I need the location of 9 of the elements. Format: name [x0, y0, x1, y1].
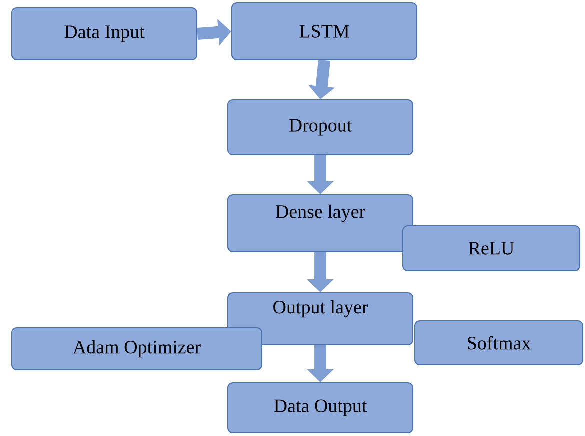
process-box: ReLU: [402, 226, 580, 272]
process-box: Data Output: [228, 382, 414, 434]
process-box: LSTM: [232, 2, 418, 60]
process-box: Dense layer: [228, 194, 414, 252]
process-box: Data Input: [12, 8, 198, 60]
process-box: Dropout: [228, 100, 414, 156]
process-box: Output layer: [228, 292, 414, 346]
process-box: Softmax: [414, 320, 584, 366]
process-box: Adam Optimizer: [12, 328, 262, 370]
